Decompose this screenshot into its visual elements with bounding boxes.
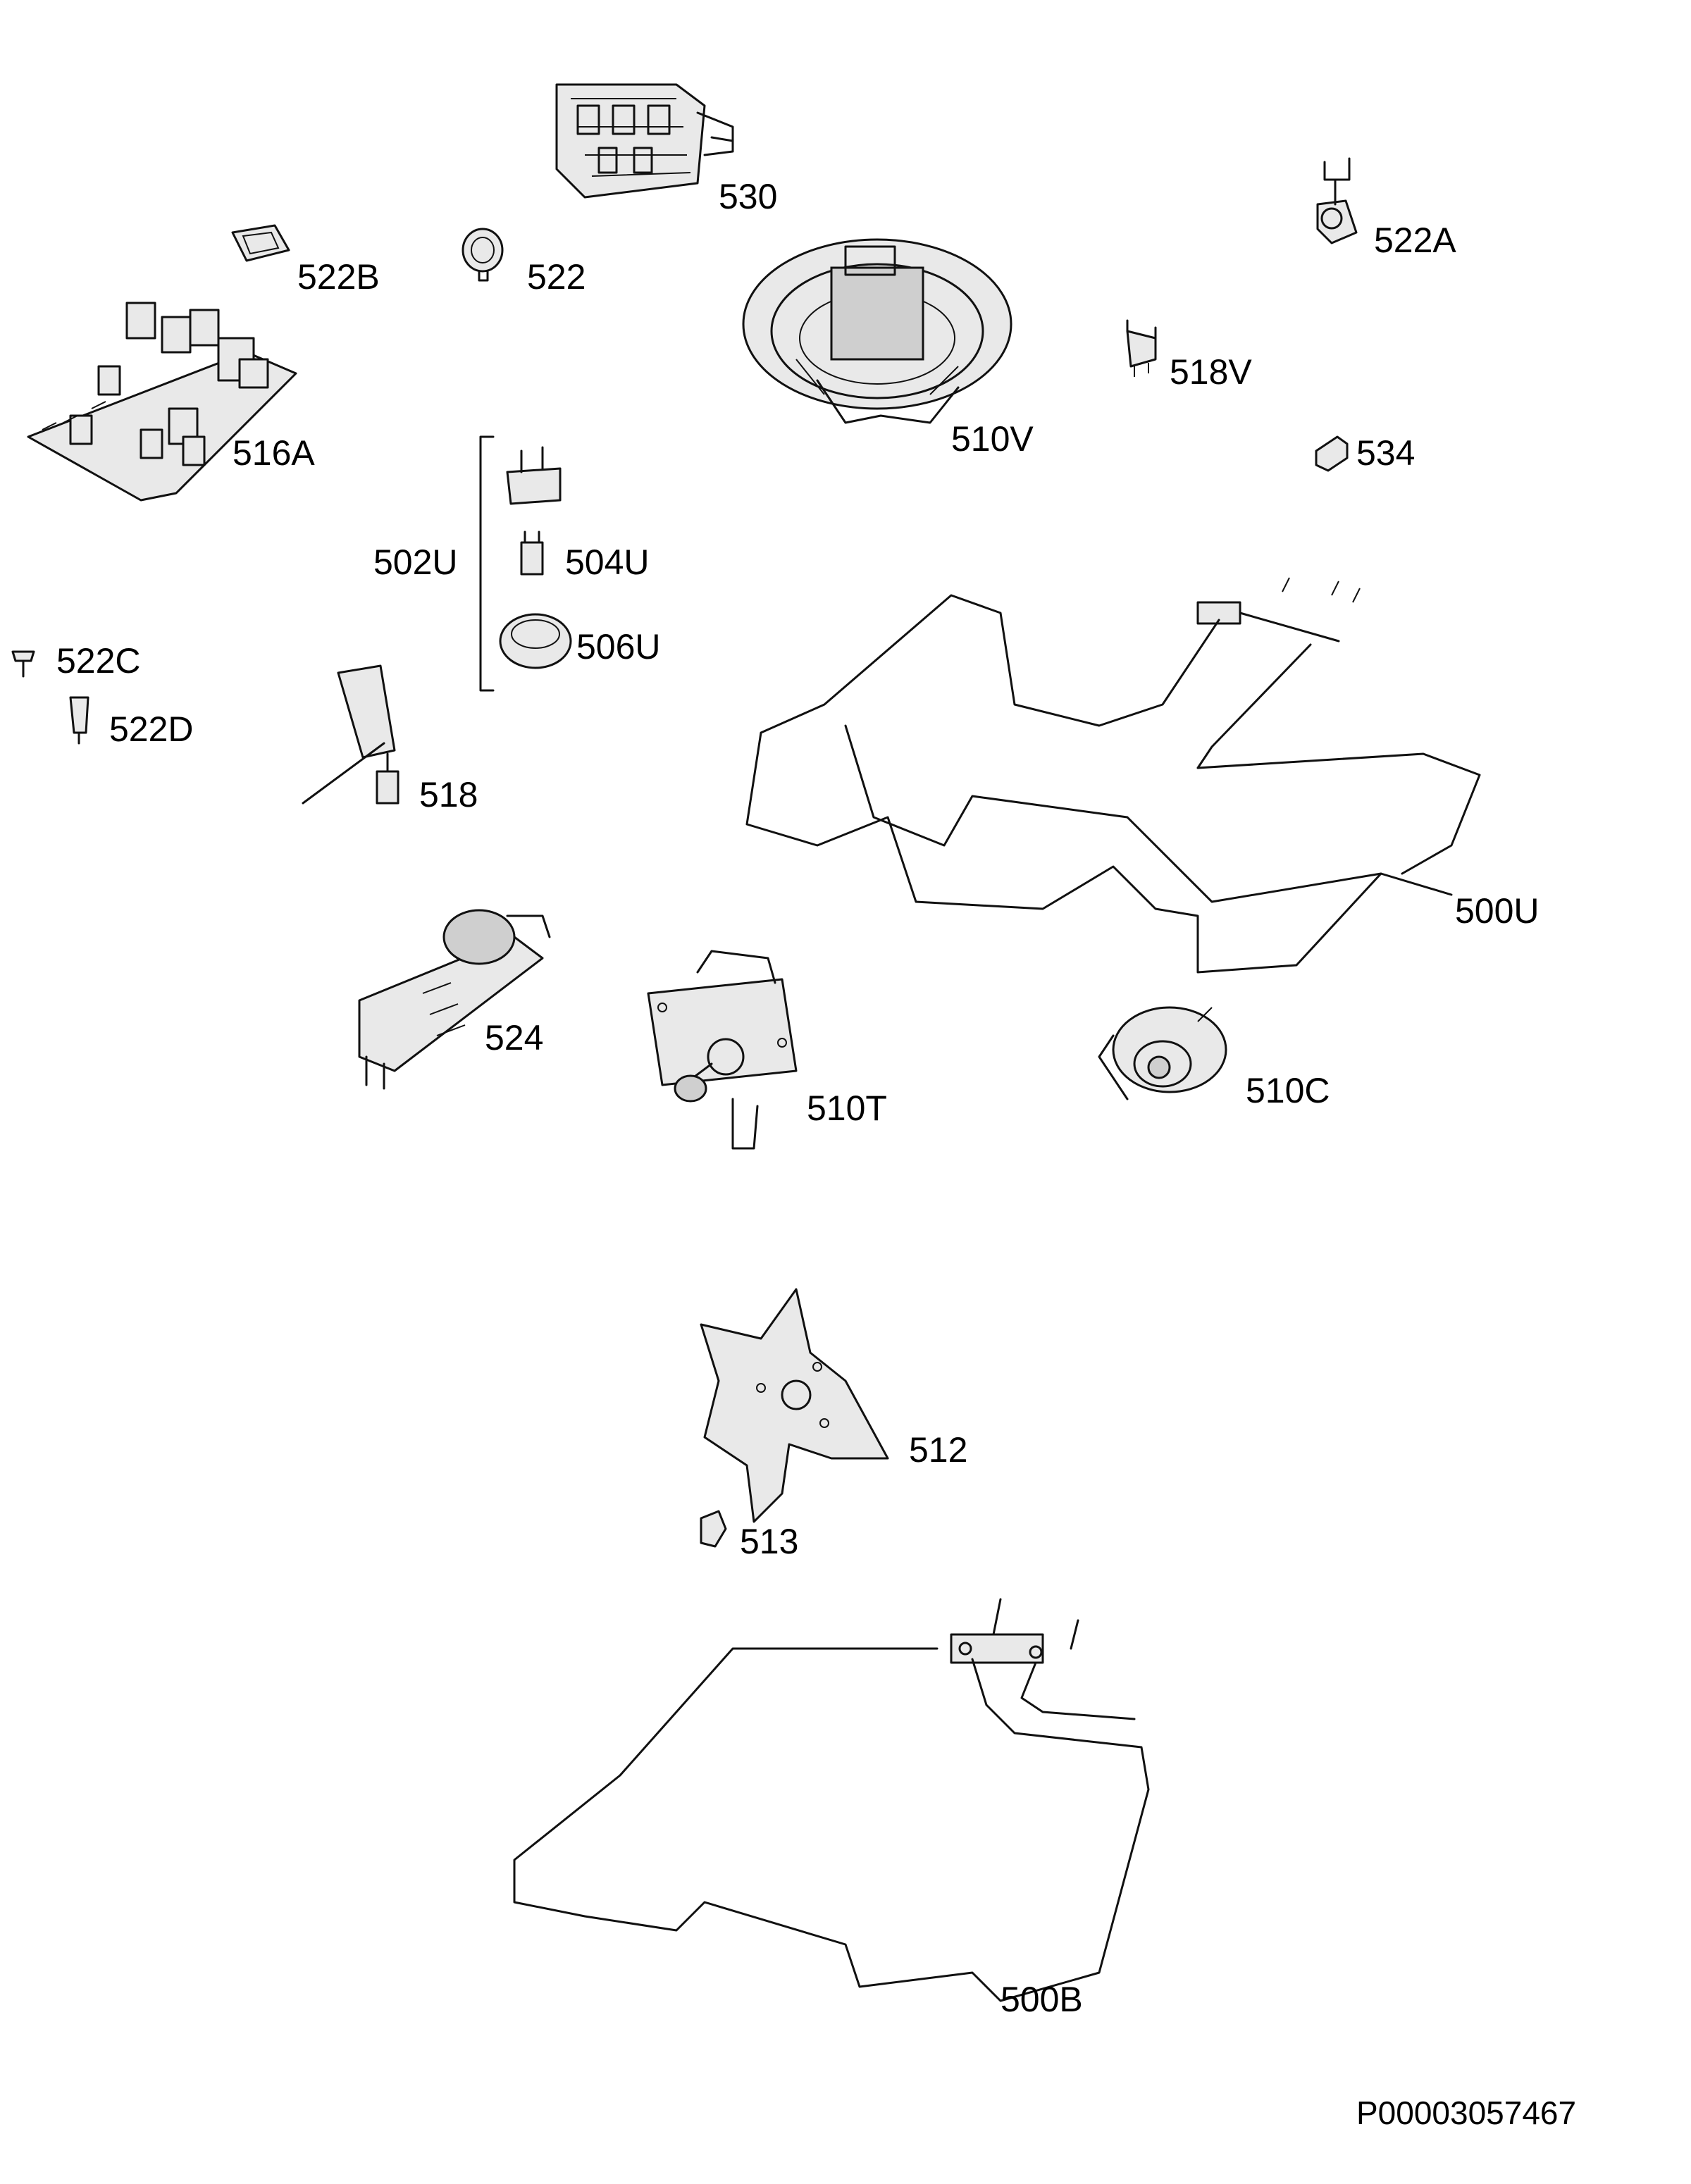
label-510T: 510T [807, 1088, 887, 1128]
label-522: 522 [527, 257, 586, 297]
part-518V-bracket [1126, 319, 1157, 377]
part-518-temperature-probe [302, 664, 399, 805]
label-500U: 500U [1455, 891, 1540, 931]
part-522-clip [462, 228, 504, 282]
document-id: P00003057467 [1356, 2095, 1576, 2131]
part-510T-turnspit-motor [647, 950, 798, 1150]
part-510V-fan-motor [742, 238, 1012, 424]
label-506U: 506U [576, 627, 661, 666]
label-518V: 518V [1170, 352, 1252, 392]
label-510V: 510V [951, 419, 1034, 459]
label-522D: 522D [109, 709, 194, 749]
part-502U-bracket [479, 435, 495, 692]
label-502U: 502U [373, 542, 458, 582]
label-522C: 522C [56, 641, 141, 681]
label-516A: 516A [233, 433, 315, 473]
part-506U-lens-cover [499, 613, 572, 669]
part-513-nut [700, 1510, 727, 1548]
label-524: 524 [485, 1018, 543, 1057]
part-lamp-holder [506, 446, 562, 505]
label-513: 513 [740, 1522, 798, 1561]
part-522C-screw [11, 650, 35, 678]
part-522D-screw [69, 696, 89, 745]
part-500U-upper-heating-element [745, 577, 1481, 974]
label-530: 530 [719, 177, 777, 216]
label-522A: 522A [1374, 221, 1456, 260]
part-500B-lower-heating-element [513, 1598, 1150, 2002]
label-504U: 504U [565, 542, 650, 582]
part-530-terminal-block [555, 83, 734, 199]
part-504U-bulb [520, 531, 544, 576]
label-522B: 522B [297, 257, 380, 297]
label-510C: 510C [1246, 1071, 1330, 1110]
label-534: 534 [1356, 433, 1415, 473]
label-518: 518 [419, 775, 478, 814]
part-516A-circuit-board [27, 302, 297, 502]
part-534-nut [1315, 435, 1349, 472]
label-512: 512 [909, 1430, 967, 1470]
part-510C-fan-motor [1098, 1006, 1227, 1100]
label-500B: 500B [1001, 1980, 1083, 2019]
part-512-fan-blade [700, 1288, 889, 1523]
part-522B-frame [231, 224, 290, 262]
part-524-door-lock [358, 909, 551, 1090]
part-522A-sensor [1316, 157, 1358, 244]
